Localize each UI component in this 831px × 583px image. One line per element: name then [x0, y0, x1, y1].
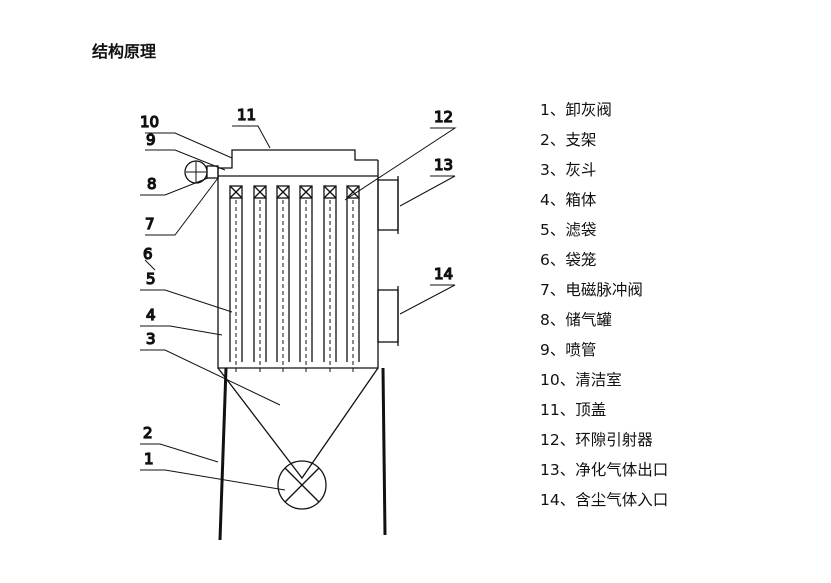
callout-numbers: 10 9 8 7 6 5 4 3 2 1 11 12 13 14 [139, 105, 453, 468]
callout-10: 10 [140, 113, 159, 131]
callout-4: 4 [146, 306, 156, 324]
legend-item: 10、清洁室 [540, 371, 622, 389]
pulse-valve [206, 165, 219, 179]
legend-item: 3、灰斗 [540, 161, 597, 179]
callout-12: 12 [434, 108, 453, 126]
callout-14: 14 [434, 265, 453, 283]
legend-item: 11、顶盖 [540, 401, 607, 419]
diagram-title: 结构原理 [92, 42, 157, 61]
callout-11: 11 [237, 106, 256, 124]
callout-3: 3 [146, 330, 156, 348]
callout-13: 13 [434, 156, 453, 174]
ejector [253, 185, 267, 199]
ejector [346, 185, 360, 199]
ejector [229, 185, 243, 199]
callout-7: 7 [145, 215, 155, 233]
casing-body [217, 160, 379, 369]
legend-item: 6、袋笼 [540, 251, 597, 269]
rotary-valve [277, 460, 327, 510]
callout-8: 8 [147, 175, 157, 193]
top-cover [218, 149, 378, 169]
legend-item: 13、净化气体出口 [540, 461, 669, 479]
legend-list: 1、卸灰阀 2、支架 3、灰斗 4、箱体 5、滤袋 6、袋笼 7、电磁脉冲阀 8… [540, 98, 668, 518]
filter-bag-array [229, 185, 360, 372]
support-leg-right [381, 367, 387, 536]
ejector [323, 185, 337, 199]
ash-hopper [217, 367, 379, 480]
callout-9: 9 [146, 131, 156, 149]
ejector [276, 185, 290, 199]
clean-gas-outlet [377, 179, 399, 231]
callout-1: 1 [144, 450, 154, 468]
legend-item: 14、含尘气体入口 [540, 491, 669, 509]
legend-item: 7、电磁脉冲阀 [540, 281, 643, 299]
legend-item: 9、喷管 [540, 341, 597, 359]
ejector [299, 185, 313, 199]
legend-item: 12、环隙引射器 [540, 431, 653, 449]
legend-item: 5、滤袋 [540, 221, 597, 239]
dusty-gas-inlet [377, 289, 399, 343]
callout-5: 5 [146, 270, 156, 288]
legend-item: 1、卸灰阀 [540, 101, 612, 119]
legend-item: 2、支架 [540, 131, 597, 149]
legend-item: 8、储气罐 [540, 311, 612, 329]
leader-lines [140, 125, 457, 491]
callout-2: 2 [143, 424, 153, 442]
legend-item: 4、箱体 [540, 191, 597, 209]
support-leg-left [218, 367, 228, 541]
callout-6: 6 [143, 245, 153, 263]
